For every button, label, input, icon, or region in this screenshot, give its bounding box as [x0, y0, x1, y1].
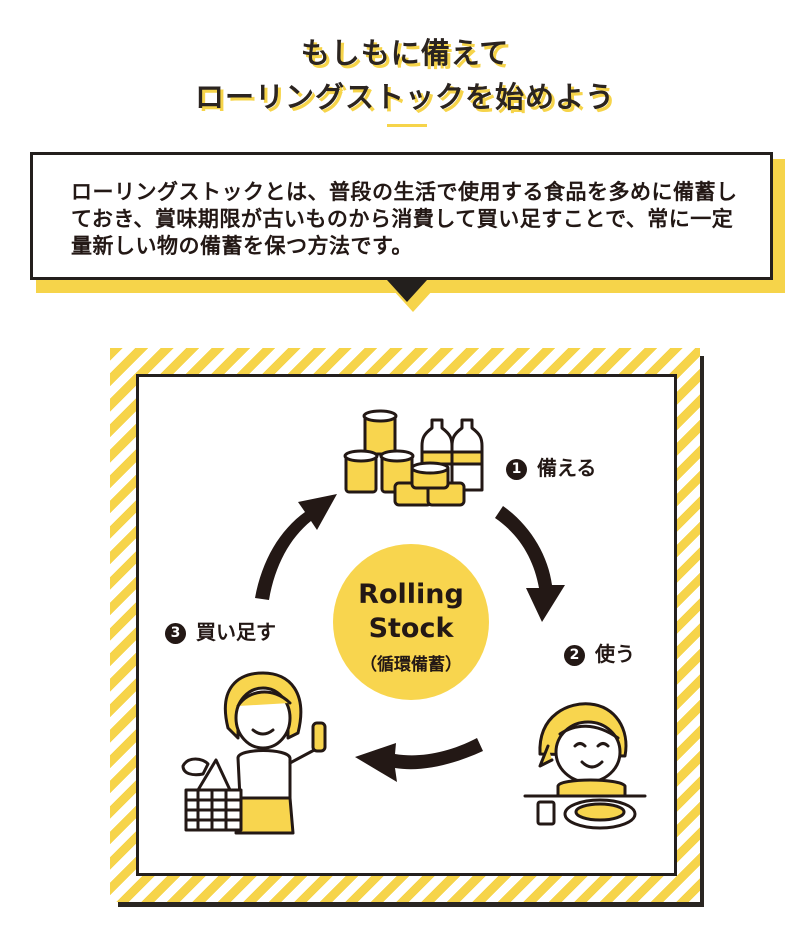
step-number-badge: 3: [165, 623, 186, 644]
center-title-line2: Stock: [368, 613, 454, 644]
rolling-stock-center: Rolling Stock （循環備蓄）: [333, 544, 489, 700]
callout-pointer: [387, 280, 427, 302]
step-number-badge: 2: [564, 645, 585, 666]
arrow-up-right-icon: [255, 494, 337, 600]
arrow-left-icon: [355, 738, 483, 782]
step-label-restock: 3 買い足す: [165, 616, 280, 649]
step-label-text: 備える: [537, 456, 597, 480]
stockpile-food-icon: [343, 409, 484, 507]
step-label-prepare: 1 備える: [506, 452, 601, 485]
center-title-line1: Rolling: [358, 579, 464, 610]
title-divider: [387, 124, 427, 127]
page-title-line2: ローリングストックを始めよう: [194, 80, 615, 114]
arrow-down-right-icon: [495, 506, 565, 622]
step-label-text: 買い足す: [196, 620, 276, 644]
page-title-line1: もしもに備えて: [300, 36, 510, 70]
step-number-badge: 1: [506, 459, 527, 480]
definition-callout: ローリングストックとは、普段の生活で使用する食品を多めに備蓄しておき、賞味期限が…: [30, 152, 773, 280]
girl-eating-icon: [523, 702, 647, 830]
definition-text: ローリングストックとは、普段の生活で使用する食品を多めに備蓄しておき、賞味期限が…: [71, 180, 738, 258]
step-label-use: 2 使う: [564, 638, 639, 671]
woman-shopping-icon: [181, 671, 327, 835]
step-label-text: 使う: [595, 642, 635, 666]
center-subtitle: （循環備蓄）: [360, 655, 462, 675]
